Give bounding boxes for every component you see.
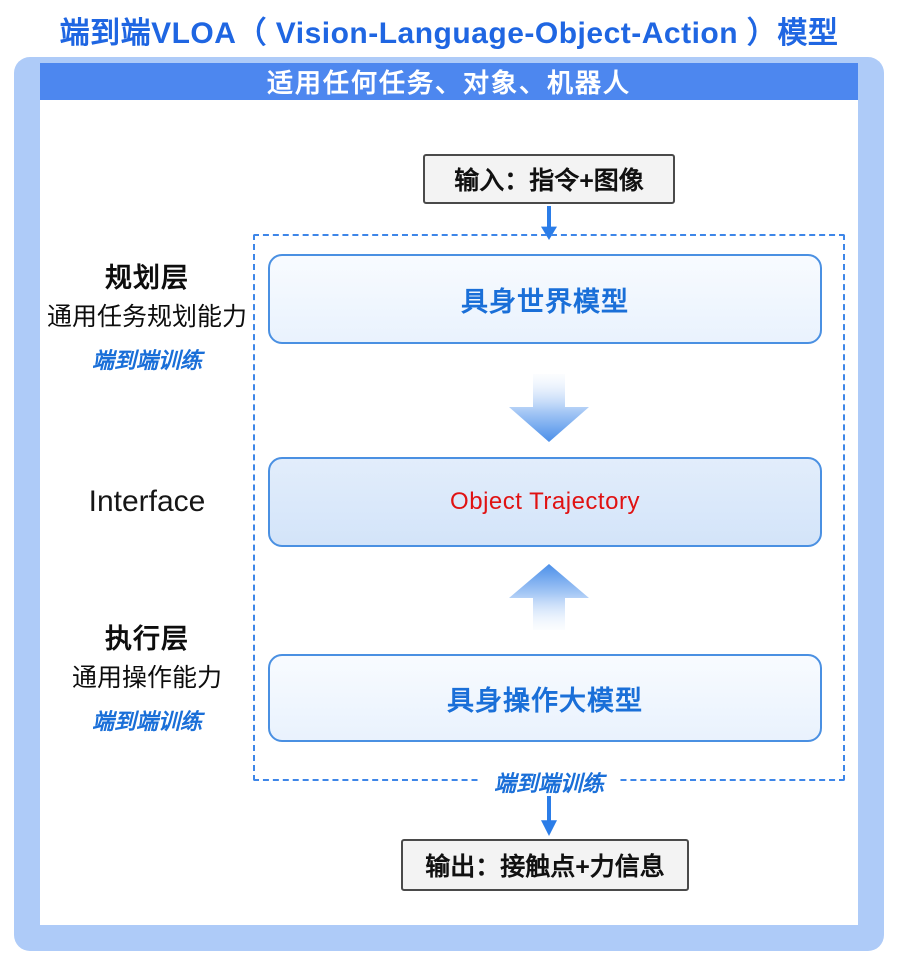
arrow-head (541, 820, 557, 836)
diagram-canvas: 输入：指令+图像 具身世界模型 O (40, 100, 858, 925)
execution-layer-labels: 执行层 通用操作能力 端到端训练 (40, 621, 254, 737)
output-box: 输出：接触点+力信息 (401, 839, 689, 891)
gradient-up-arrow-shape (509, 563, 589, 631)
action-to-trajectory-arrow-icon (509, 563, 589, 631)
input-connector-arrow-icon (541, 206, 557, 240)
action-model-box: 具身操作大模型 (268, 654, 822, 742)
gradient-down-arrow-shape (509, 374, 589, 442)
output-connector-arrow-icon (541, 796, 557, 836)
object-trajectory-label: Object Trajectory (450, 488, 640, 515)
boundary-training-label: 端到端训练 (479, 764, 619, 800)
world-model-box: 具身世界模型 (268, 254, 822, 344)
world-model-label: 具身世界模型 (461, 286, 629, 317)
arrow-head (541, 226, 557, 240)
interface-label: Interface (88, 485, 206, 518)
world-to-trajectory-arrow-icon (509, 374, 589, 442)
input-box: 输入：指令+图像 (423, 154, 675, 204)
page-title: 端到端VLOA（ Vision-Language-Object-Action ）… (59, 17, 839, 50)
planning-layer-labels: 规划层 通用任务规划能力 端到端训练 (40, 260, 254, 376)
planning-layer-subtitle: 通用任务规划能力 (46, 303, 247, 331)
planning-layer-title: 规划层 (105, 263, 189, 293)
outer-frame: 适用任何任务、对象、机器人 输入：指令+图像 具身世界模型 (14, 57, 884, 951)
object-trajectory-box: Object Trajectory (268, 457, 822, 547)
execution-layer-subtitle: 通用操作能力 (71, 664, 222, 692)
banner-caption: 适用任何任务、对象、机器人 (40, 63, 858, 100)
execution-layer-title: 执行层 (105, 624, 189, 654)
action-model-label: 具身操作大模型 (447, 685, 643, 716)
execution-training-label: 端到端训练 (91, 709, 202, 734)
planning-training-label: 端到端训练 (91, 348, 202, 373)
